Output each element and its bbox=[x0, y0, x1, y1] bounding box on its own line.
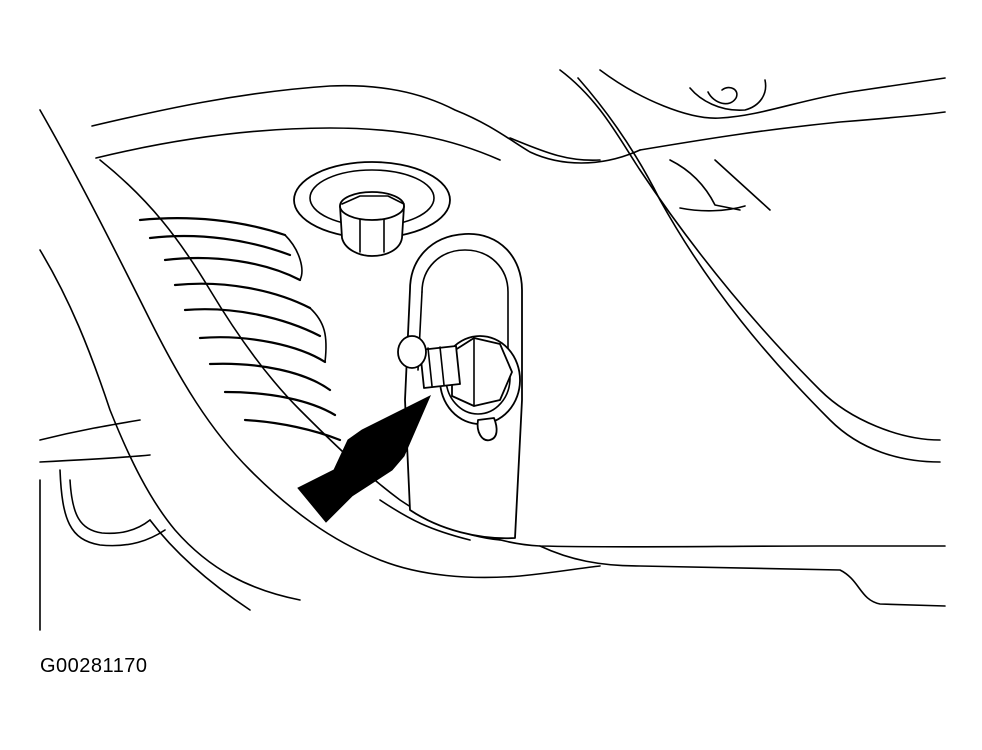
lower-nut-stud bbox=[398, 336, 520, 440]
upper-mount-bolt bbox=[294, 162, 450, 256]
suspension-diagram bbox=[0, 0, 982, 640]
lower-control-arm bbox=[40, 420, 165, 630]
coil-spring bbox=[140, 218, 340, 440]
figure-id-label: G00281170 bbox=[40, 655, 148, 677]
vehicle-body-outline bbox=[92, 70, 945, 462]
pointer-arrow-icon bbox=[298, 396, 430, 522]
